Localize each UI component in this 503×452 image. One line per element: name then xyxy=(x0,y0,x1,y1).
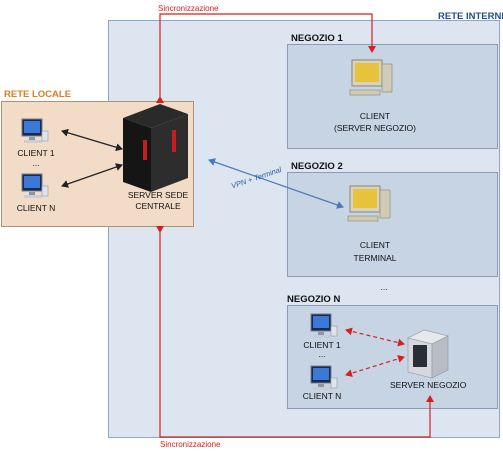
sync-bottom-label: Sincronizzazione xyxy=(160,440,221,449)
negozio-2-title: NEGOZIO 2 xyxy=(291,161,343,172)
central-server-icon xyxy=(123,104,188,192)
clientn-server-arrow xyxy=(61,163,123,188)
client1-monitor-icon xyxy=(21,118,49,143)
rete-locale-title: RETE LOCALE xyxy=(4,89,72,100)
server-negozio-label: SERVER NEGOZIO xyxy=(390,380,467,390)
negn-client1-label: CLIENT 1 xyxy=(303,340,341,350)
negozio2-terminal-label: TERMINAL xyxy=(353,253,397,263)
negn-client1-arrow xyxy=(345,327,405,347)
clientn-label: CLIENT N xyxy=(16,203,56,213)
negozio-1-title: NEGOZIO 1 xyxy=(291,33,343,44)
negn-client1-monitor-icon xyxy=(310,313,338,338)
sync-bottom-arrow xyxy=(156,226,434,438)
server-sede-label-2: CENTRALE xyxy=(135,201,181,211)
negn-clientn-label: CLIENT N xyxy=(302,391,342,401)
vpn-arrow xyxy=(208,158,344,209)
negn-clientn-monitor-icon xyxy=(310,365,338,390)
negozi-ellipsis: ... xyxy=(380,282,388,292)
sync-top-arrow xyxy=(156,13,376,103)
client-ellipsis: ... xyxy=(32,158,40,168)
negozio1-server-label: (SERVER NEGOZIO) xyxy=(333,123,417,133)
negozio1-client-label: CLIENT xyxy=(359,111,391,121)
negozio-n-title: NEGOZIO N xyxy=(287,294,341,305)
client1-label: CLIENT 1 xyxy=(17,148,55,158)
negozio2-client-label: CLIENT xyxy=(359,240,391,250)
negozio2-pc-icon xyxy=(347,185,391,222)
server-sede-label-1: SERVER SEDE xyxy=(127,190,189,200)
negn-clientn-arrow xyxy=(345,354,405,378)
client1-server-arrow xyxy=(61,128,123,152)
clientn-monitor-icon xyxy=(21,173,49,198)
negozio1-pc-icon xyxy=(349,59,393,96)
sync-top-label: Sincronizzazione xyxy=(158,4,219,13)
rete-internet-title: RETE INTERNET xyxy=(438,11,503,22)
negn-client-ellipsis: ... xyxy=(318,349,326,359)
server-negozio-icon xyxy=(407,329,449,379)
